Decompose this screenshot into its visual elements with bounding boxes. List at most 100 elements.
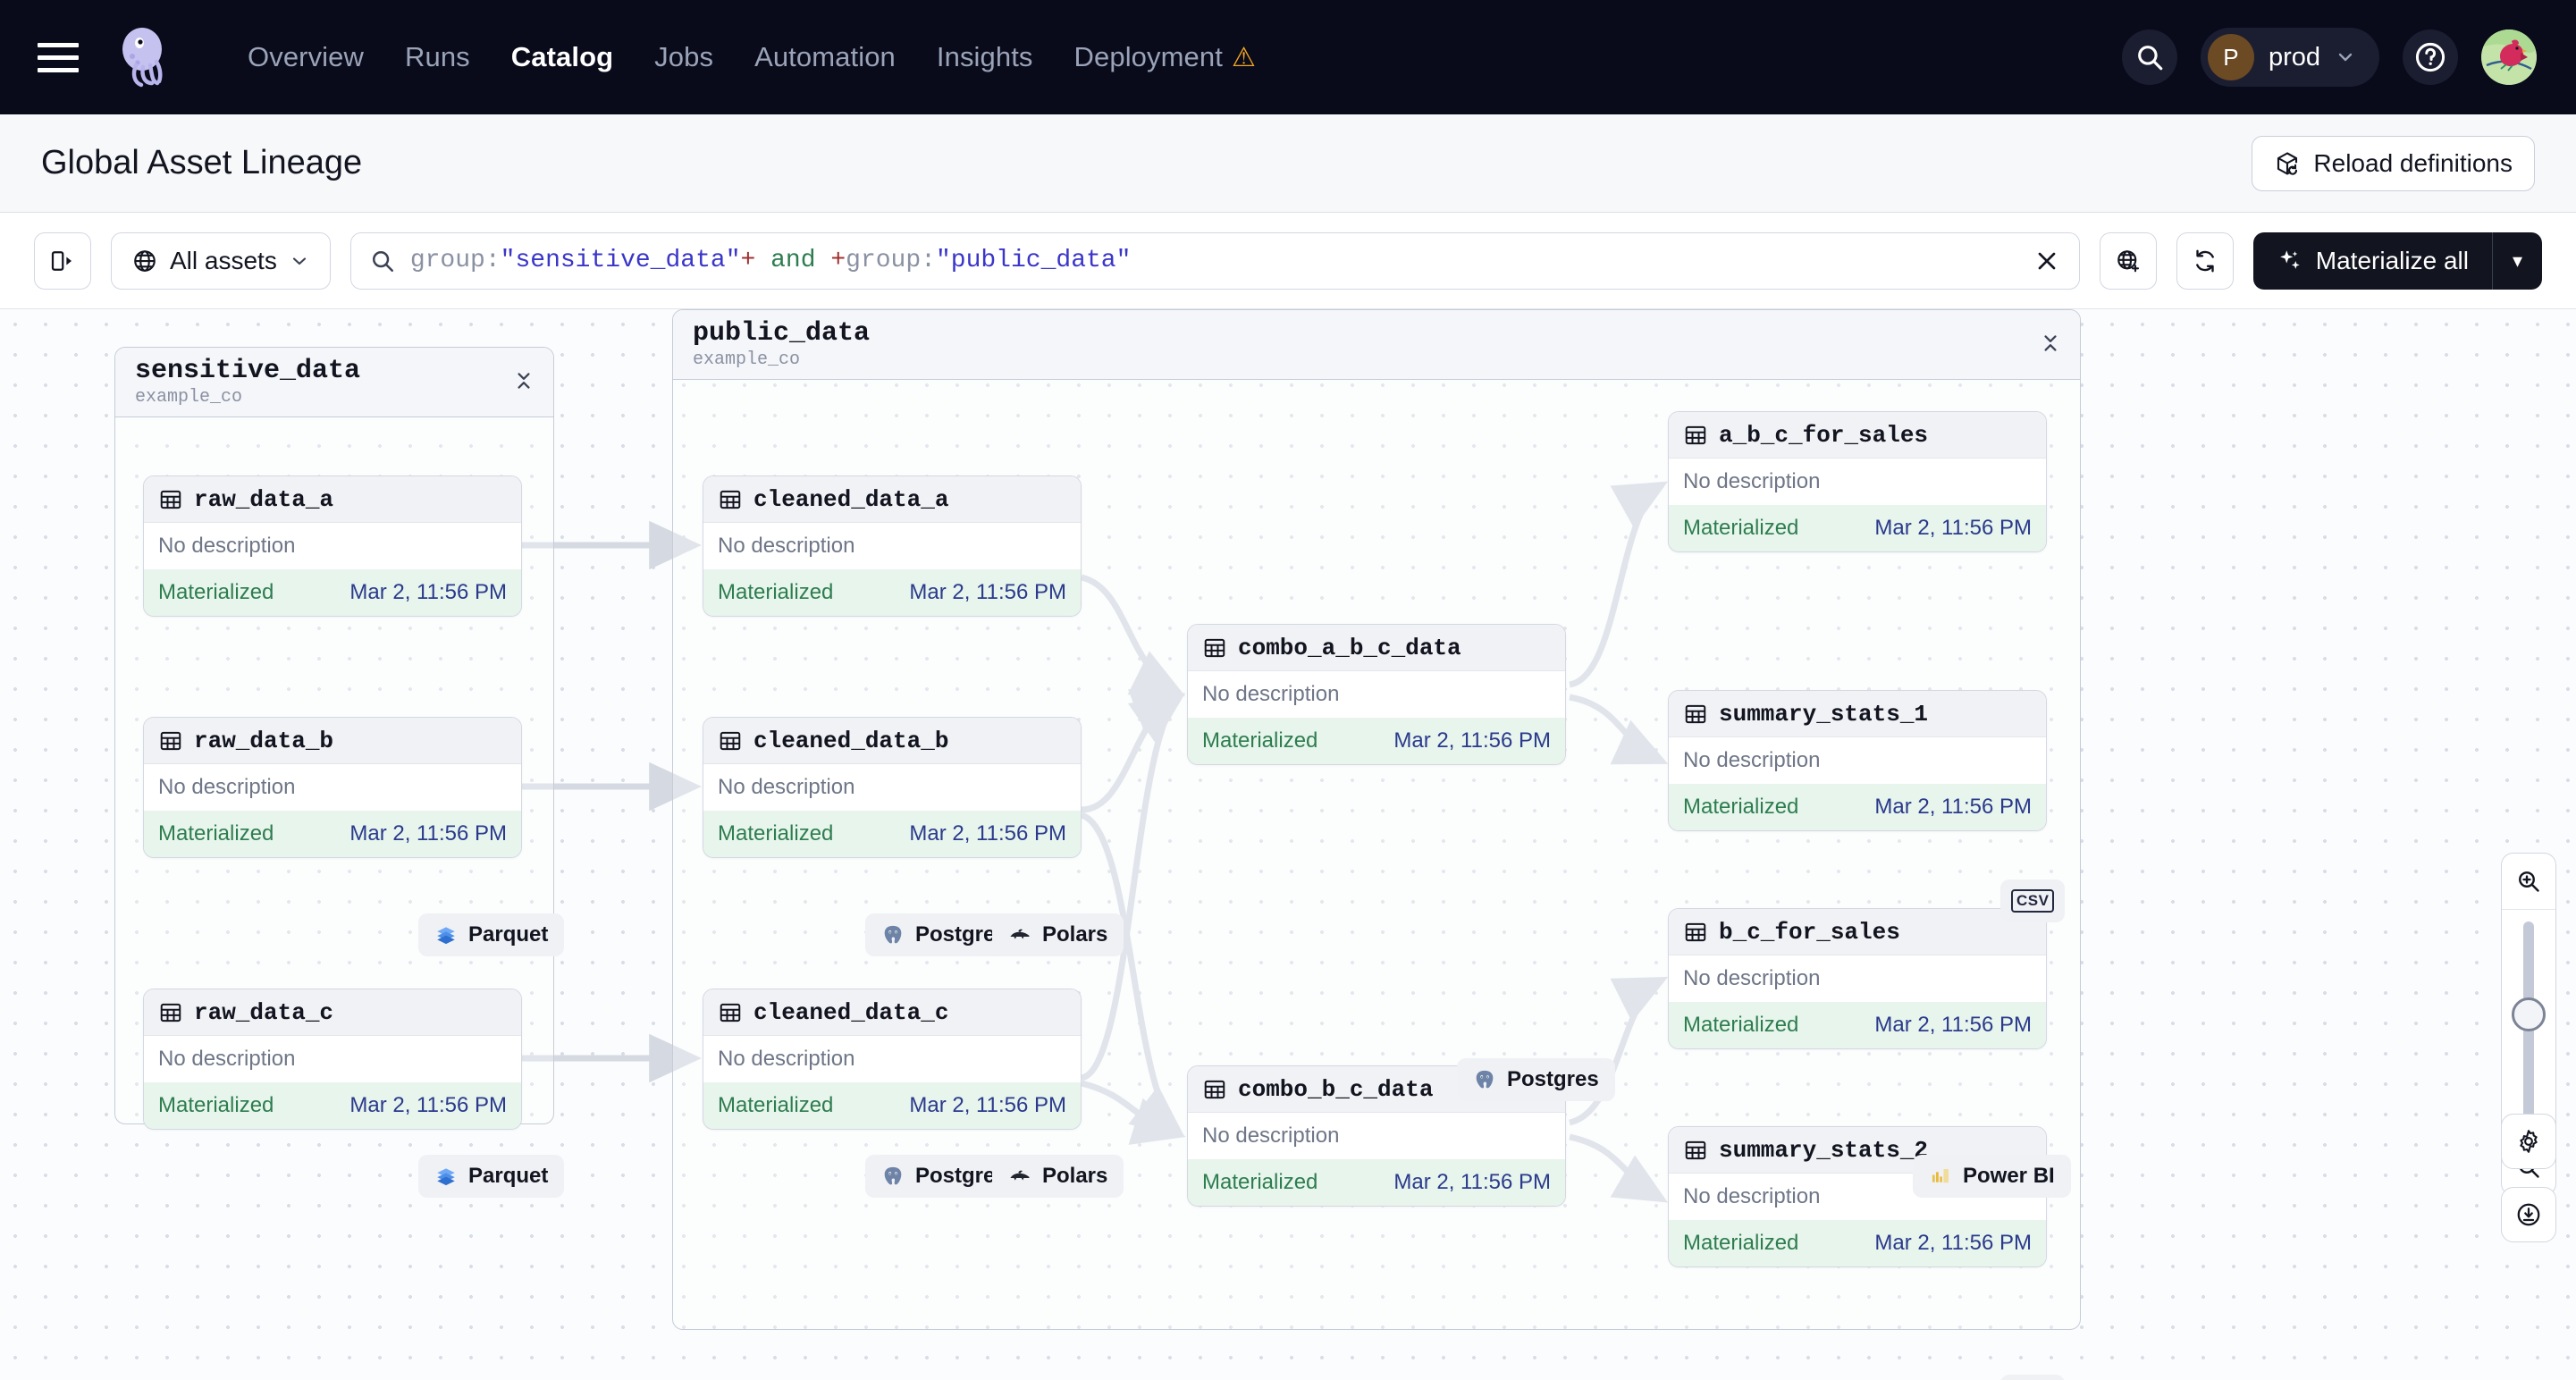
status-badge: Materialized <box>718 580 834 604</box>
question-mark-icon[interactable] <box>2403 29 2458 85</box>
status-timestamp: Mar 2, 11:56 PM <box>1393 728 1551 753</box>
gear-icon[interactable] <box>2501 1114 2556 1169</box>
query-token-3: and <box>755 247 831 274</box>
package-reload-icon <box>2277 151 2298 175</box>
asset-query-search-bar[interactable]: group:"sensitive_data"+ and +group:"publ… <box>349 231 2080 290</box>
search-input[interactable]: group:"sensitive_data"+ and +group:"publ… <box>410 247 1132 274</box>
query-token-4: + <box>830 247 846 274</box>
status-badge: Materialized <box>158 580 274 604</box>
asset-tag-polars[interactable]: Polars <box>992 1155 1124 1198</box>
nav-link-automation[interactable]: Automation <box>754 41 896 72</box>
refresh-icon[interactable] <box>2176 231 2234 290</box>
collapse-vertical-icon[interactable] <box>512 369 535 397</box>
asset-node-title: raw_data_b <box>194 727 334 754</box>
status-timestamp: Mar 2, 11:56 PM <box>1393 1170 1551 1194</box>
status-badge: Materialized <box>158 821 274 846</box>
avatar[interactable] <box>2481 29 2537 85</box>
table-icon <box>1685 1140 1706 1159</box>
status-timestamp: Mar 2, 11:56 PM <box>909 1093 1066 1117</box>
asset-tag-parquet[interactable]: Parquet <box>418 1155 565 1198</box>
asset-node-title: cleaned_data_a <box>753 485 949 513</box>
asset-tag-csv[interactable]: CSV <box>2000 879 2066 922</box>
asset-node-status-row: Materialized Mar 2, 11:56 PM <box>703 1082 1081 1129</box>
warning-triangle-icon: ⚠ <box>1231 42 1256 72</box>
nav-link-catalog[interactable]: Catalog <box>510 41 614 72</box>
nav-link-overview[interactable]: Overview <box>248 41 364 72</box>
panel-toggle-icon[interactable] <box>34 231 91 290</box>
sparkles-icon <box>2279 249 2300 269</box>
materialize-all-button[interactable]: Materialize all ▾ <box>2252 231 2542 290</box>
zoom-slider-handle[interactable] <box>2512 997 2546 1031</box>
status-badge: Materialized <box>1683 1231 1799 1255</box>
asset-node-header: cleaned_data_b <box>703 718 1081 764</box>
chevron-down-icon <box>2338 53 2353 62</box>
globe-plus-icon[interactable] <box>2099 231 2157 290</box>
asset-tag-power-bi[interactable]: Power BI <box>1913 1155 2071 1198</box>
zoom-slider[interactable] <box>2501 910 2556 1139</box>
status-timestamp: Mar 2, 11:56 PM <box>1874 1013 2032 1037</box>
status-badge: Materialized <box>718 1093 834 1117</box>
status-badge: Materialized <box>1683 516 1799 540</box>
clear-search-button[interactable] <box>2033 247 2061 275</box>
asset-tag-postgres[interactable]: Postgres <box>1457 1058 1615 1101</box>
collapse-vertical-icon[interactable] <box>2039 332 2062 359</box>
lineage-graph-canvas[interactable]: sensitive_data example_co public_data ex… <box>0 309 2576 1380</box>
nav-link-deployment-label: Deployment <box>1073 41 1223 72</box>
asset-node-header: cleaned_data_a <box>703 476 1081 523</box>
status-badge: Materialized <box>158 1093 274 1117</box>
query-token-0: group: <box>409 247 501 274</box>
powerbi-icon <box>1932 1168 1949 1183</box>
page-header: Global Asset Lineage Reload definitions <box>0 114 2576 213</box>
asset-tag-label: Polars <box>1042 1164 1108 1188</box>
asset-tag-csv[interactable]: CSV <box>2000 1375 2066 1380</box>
status-badge: Materialized <box>1683 795 1799 819</box>
postgres-icon <box>1476 1070 1494 1089</box>
asset-node-title: summary_stats_1 <box>1719 700 1929 728</box>
top-nav-right-cluster: P prod <box>2121 28 2537 87</box>
nav-link-jobs[interactable]: Jobs <box>654 41 714 72</box>
polars-icon <box>1010 929 1030 939</box>
materialize-dropdown-caret[interactable]: ▾ <box>2512 248 2522 272</box>
asset-node-title: cleaned_data_c <box>753 998 949 1026</box>
search-icon[interactable] <box>2121 29 2177 85</box>
globe-icon <box>134 249 156 272</box>
download-target-icon[interactable] <box>2501 1187 2556 1242</box>
polars-icon <box>1010 1170 1030 1181</box>
hamburger-icon[interactable] <box>38 39 79 75</box>
asset-tag-parquet[interactable]: Parquet <box>418 913 565 956</box>
asset-scope-filter[interactable]: All assets <box>111 231 331 290</box>
deployment-selector[interactable]: P prod <box>2200 28 2379 87</box>
asset-group-header: sensitive_data example_co <box>115 348 553 417</box>
dagster-logo-icon[interactable] <box>113 26 175 88</box>
asset-node-header: summary_stats_2 <box>1669 1127 2046 1174</box>
table-icon <box>720 1003 741 1022</box>
table-icon <box>720 731 741 750</box>
deployment-name: prod <box>2268 42 2320 72</box>
nav-link-deployment[interactable]: Deployment ⚠ <box>1054 41 1276 73</box>
query-token-5: group: <box>846 247 936 274</box>
asset-tag-label: Parquet <box>468 1164 549 1188</box>
asset-group-name: public_data <box>693 318 871 349</box>
asset-tag-polars[interactable]: Polars <box>992 913 1124 956</box>
nav-link-runs[interactable]: Runs <box>405 41 470 72</box>
nav-link-insights[interactable]: Insights <box>936 41 1033 72</box>
asset-node-description: No description <box>144 1036 521 1082</box>
reload-definitions-button[interactable]: Reload definitions <box>2252 135 2535 191</box>
zoom-in-icon[interactable] <box>2501 854 2556 909</box>
